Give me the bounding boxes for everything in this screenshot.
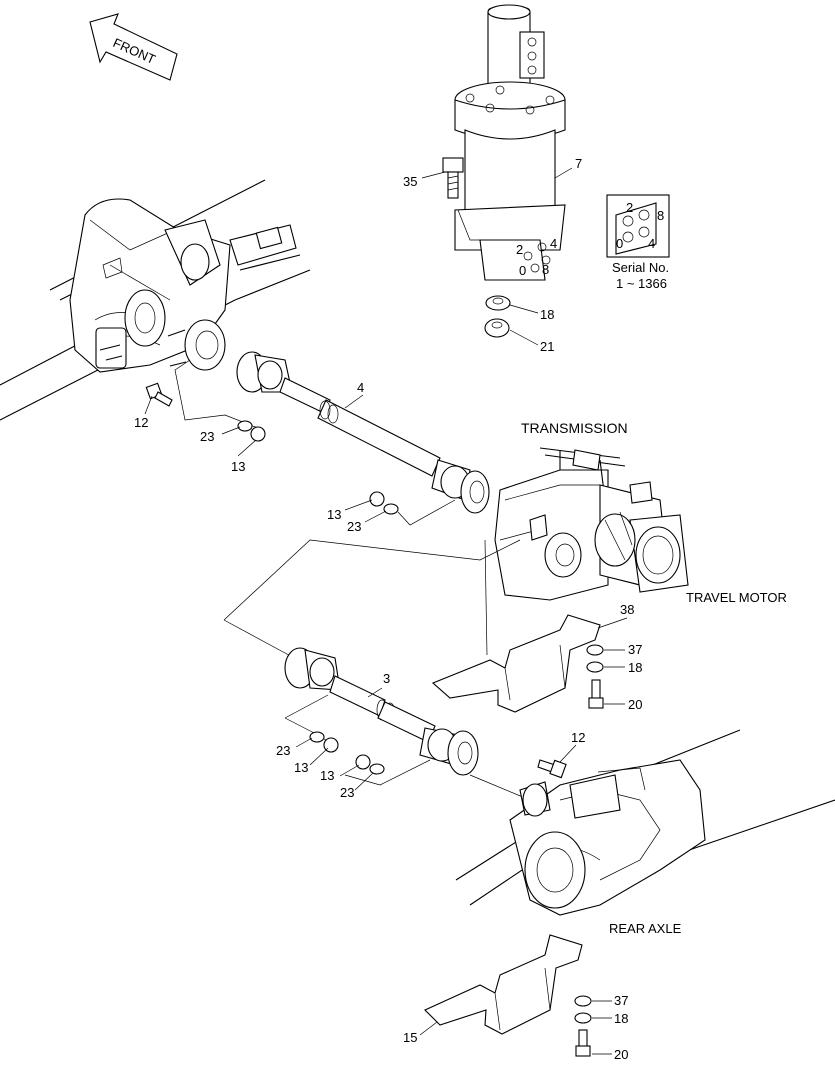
serial-port-4: 4: [648, 236, 655, 251]
washer-18-top: [485, 295, 511, 311]
callout-12-front: 12: [134, 415, 148, 430]
guard-plate-15: [424, 934, 583, 1035]
motor-port-8: 8: [542, 262, 549, 277]
bolt-35: [442, 157, 464, 199]
rear-axle: [455, 729, 835, 916]
front-flange: [167, 319, 226, 371]
serial-title: Serial No.: [612, 260, 669, 275]
serial-port-8: 8: [657, 208, 664, 223]
serial-range: 1 ~ 1366: [616, 276, 667, 291]
callout-21: 21: [540, 339, 554, 354]
label-rear-axle: REAR AXLE: [609, 921, 682, 936]
callout-23-a: 23: [200, 429, 214, 444]
swivel-joint-7: [454, 4, 566, 281]
callout-leaders: [144, 167, 628, 1055]
label-travel-motor: TRAVEL MOTOR: [686, 590, 787, 605]
callout-18-b: 18: [628, 660, 642, 675]
callout-13-b: 13: [327, 507, 341, 522]
callout-15: 15: [403, 1030, 417, 1045]
nut-21: [484, 318, 510, 338]
callout-12-rear: 12: [571, 730, 585, 745]
callout-18-top: 18: [540, 307, 554, 322]
serial-port-0: 0: [616, 236, 623, 251]
callout-20-a: 20: [628, 697, 642, 712]
drive-shaft-3: [284, 647, 479, 776]
callout-3: 3: [383, 671, 390, 686]
callout-38: 38: [620, 602, 634, 617]
drive-shaft-4: [236, 351, 490, 514]
guard-plate-38: [431, 614, 601, 713]
callout-23-b: 23: [347, 519, 361, 534]
bolt-20-lower: [575, 1029, 591, 1057]
label-transmission: TRANSMISSION: [521, 420, 628, 436]
callout-18-c: 18: [614, 1011, 628, 1026]
callout-23-d: 23: [340, 785, 354, 800]
callout-35: 35: [403, 174, 417, 189]
bolt-12-front: [145, 382, 173, 407]
motor-port-0: 0: [519, 263, 526, 278]
callout-13-c: 13: [294, 760, 308, 775]
callout-37-a: 37: [628, 642, 642, 657]
callout-13-d: 13: [320, 768, 334, 783]
callout-4: 4: [357, 380, 364, 395]
callout-20-b: 20: [614, 1047, 628, 1062]
motor-port-4: 4: [550, 236, 557, 251]
callout-13-a: 13: [231, 459, 245, 474]
callout-23-c: 23: [276, 743, 290, 758]
bolt-12-rear: [537, 759, 567, 779]
motor-port-2: 2: [516, 242, 523, 257]
transmission: [494, 447, 626, 601]
bolts: [145, 382, 604, 1057]
serial-inset: [606, 194, 670, 258]
travel-motor: [594, 481, 689, 593]
bolt-20-upper: [588, 679, 604, 709]
serial-port-2: 2: [626, 200, 633, 215]
front-arrow-icon: FRONT: [89, 13, 178, 81]
callout-7: 7: [575, 156, 582, 171]
front-axle: [0, 179, 311, 421]
callout-37-b: 37: [614, 993, 628, 1008]
leader-lines: [174, 209, 531, 801]
hardware-small: [237, 420, 604, 1024]
